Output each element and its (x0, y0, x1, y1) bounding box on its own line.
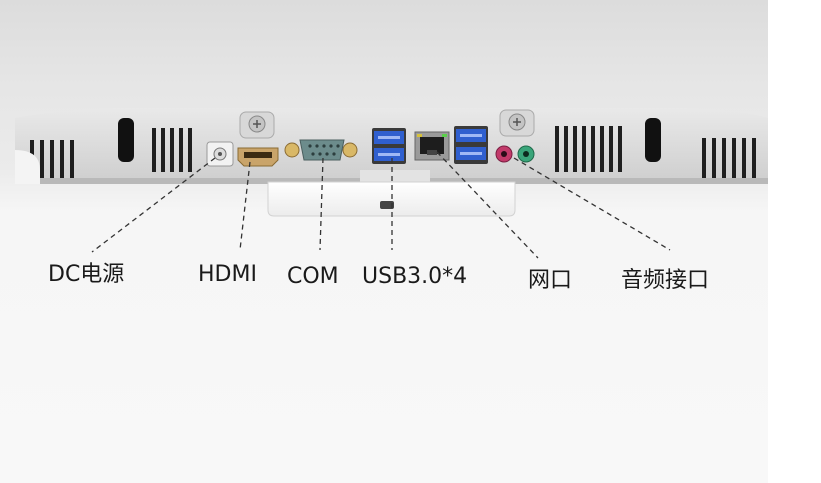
label-lan: 网口 (528, 268, 573, 293)
label-com: COM (287, 264, 339, 289)
screw-left (239, 111, 275, 139)
lan-port (414, 131, 450, 161)
right-clip (645, 118, 661, 162)
leader-com (319, 157, 324, 251)
leader-audio (513, 157, 671, 251)
right-margin (768, 0, 821, 483)
label-usb: USB3.0*4 (362, 264, 468, 289)
leader-lines (91, 151, 671, 259)
screw-right (499, 109, 535, 137)
usb-ports-right (454, 126, 488, 164)
vent-left-inner (152, 128, 192, 172)
leader-lan (436, 151, 539, 259)
com-port (284, 139, 358, 161)
hdmi-port (237, 147, 279, 167)
leader-hdmi (239, 161, 251, 251)
label-dc-power: DC电源 (48, 262, 125, 287)
usb-ports-left (372, 128, 406, 164)
leader-dc (91, 157, 216, 253)
label-audio: 音频接口 (621, 268, 710, 293)
dc-power-port (206, 141, 234, 167)
label-hdmi: HDMI (198, 262, 257, 287)
left-cover-curve (15, 150, 40, 184)
vent-right-inner (555, 126, 622, 172)
vent-right-outer (702, 138, 756, 178)
left-clip (118, 118, 134, 162)
audio-ports (495, 145, 535, 163)
